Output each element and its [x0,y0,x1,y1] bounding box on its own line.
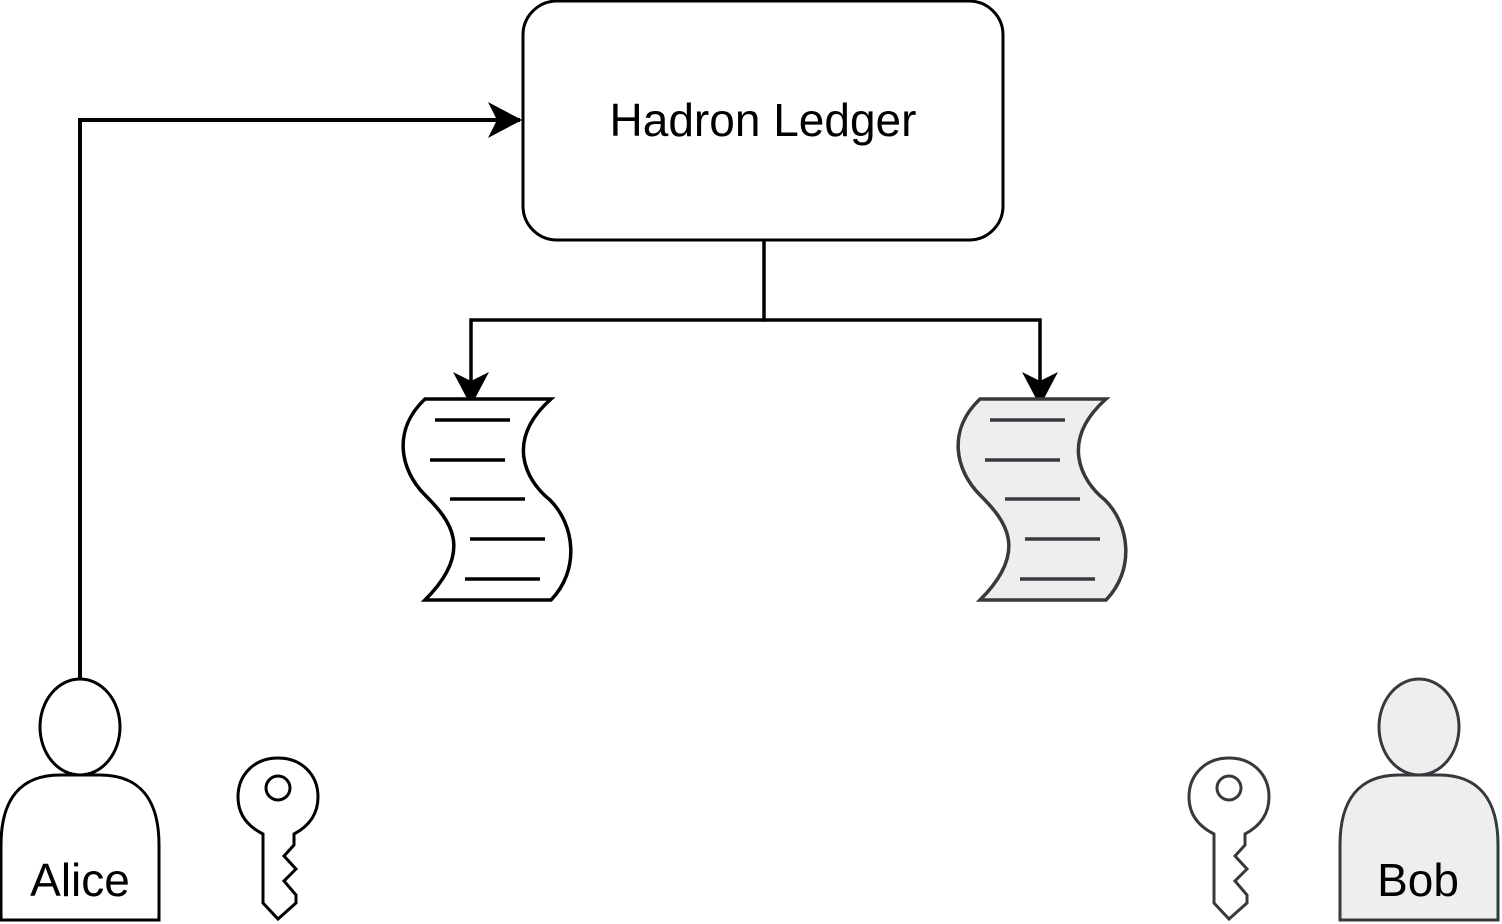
document-alice-copy[interactable] [401,397,573,602]
ledger-node[interactable]: Hadron Ledger [521,0,1005,242]
person-head-icon [1377,677,1461,777]
actor-bob-label: Bob [1377,854,1459,906]
arrowhead-to-bob-copy [1022,372,1058,406]
arrowhead-to-alice-copy [453,372,489,406]
person-body-icon [0,773,161,922]
key-icon [1187,756,1271,922]
document-lines [430,418,545,581]
actor-alice[interactable]: Alice [0,677,161,922]
key-icon [236,756,320,922]
edge-ledger-to-bob-copy [764,318,1042,400]
key-alice[interactable] [236,756,320,922]
actor-bob[interactable]: Bob [1338,677,1500,922]
key-bob[interactable] [1187,756,1271,922]
document-bob-copy[interactable] [956,397,1128,602]
person-head-icon [38,677,122,777]
ledger-label: Hadron Ledger [610,94,917,146]
arrowhead-to-ledger [488,102,522,138]
edge-ledger-to-alice-copy [469,240,766,400]
document-lines [985,418,1100,581]
key-hole-icon [1215,774,1243,802]
edge-alice-to-ledger [78,118,520,680]
actor-alice-label: Alice [30,854,130,906]
person-body-icon [1338,773,1500,922]
key-hole-icon [264,774,292,802]
